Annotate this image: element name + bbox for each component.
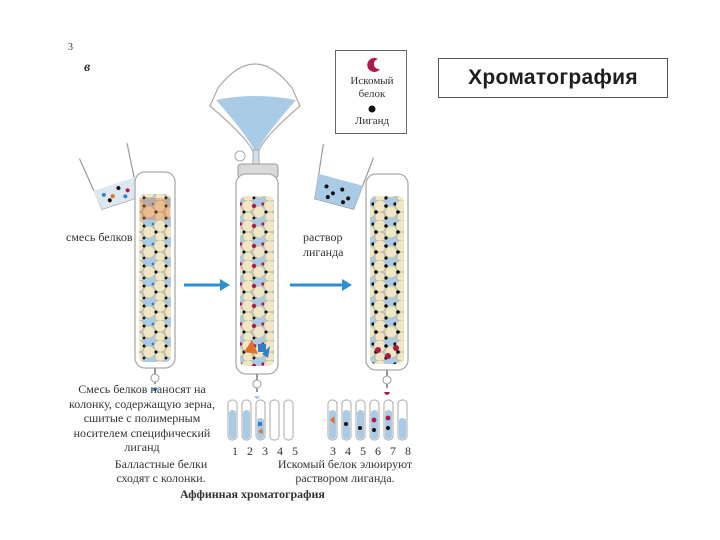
column-elution — [365, 173, 409, 371]
separatory-funnel — [209, 63, 301, 179]
stopcock-icon — [150, 368, 392, 399]
fraction-tubes-right — [327, 399, 408, 441]
column-washing — [235, 173, 279, 375]
legend-protein-label: Искомый белок — [350, 75, 394, 100]
legend-box: Искомый белок Лиганд — [335, 50, 407, 134]
protein-mix-label: смесь белков — [66, 230, 133, 244]
panel-letter: в — [84, 60, 91, 75]
page-title: Хроматография — [438, 58, 668, 98]
column-loading — [134, 171, 176, 369]
figure-caption: Аффинная хроматография — [180, 487, 325, 501]
tube-numbers-right: 3 4 5 6 7 8 — [330, 444, 411, 458]
legend-ligand-label: Лиганд — [354, 115, 390, 127]
eluted-protein-label: Искомый белок элюируют раствором лиганда… — [277, 457, 413, 485]
ligand-solution-label: раствор лиганда — [303, 230, 344, 259]
ligand-icon — [368, 105, 376, 113]
arrow-1-icon — [184, 279, 230, 291]
arrow-2-icon — [290, 279, 352, 291]
step-description: Смесь белков наносят на колонку, содержа… — [69, 382, 215, 455]
legend-icons — [367, 57, 380, 113]
ligand-solution-beaker — [314, 144, 375, 210]
ballast-proteins-label: Балластные белки сходят с колонки. — [114, 457, 208, 485]
protein-mix-beaker — [78, 143, 139, 210]
fraction-tubes-left — [227, 399, 294, 441]
corner-mark: 3 — [68, 42, 73, 53]
target-protein-icon — [367, 57, 380, 72]
tube-numbers-left: 1 2 3 4 5 — [232, 444, 298, 458]
